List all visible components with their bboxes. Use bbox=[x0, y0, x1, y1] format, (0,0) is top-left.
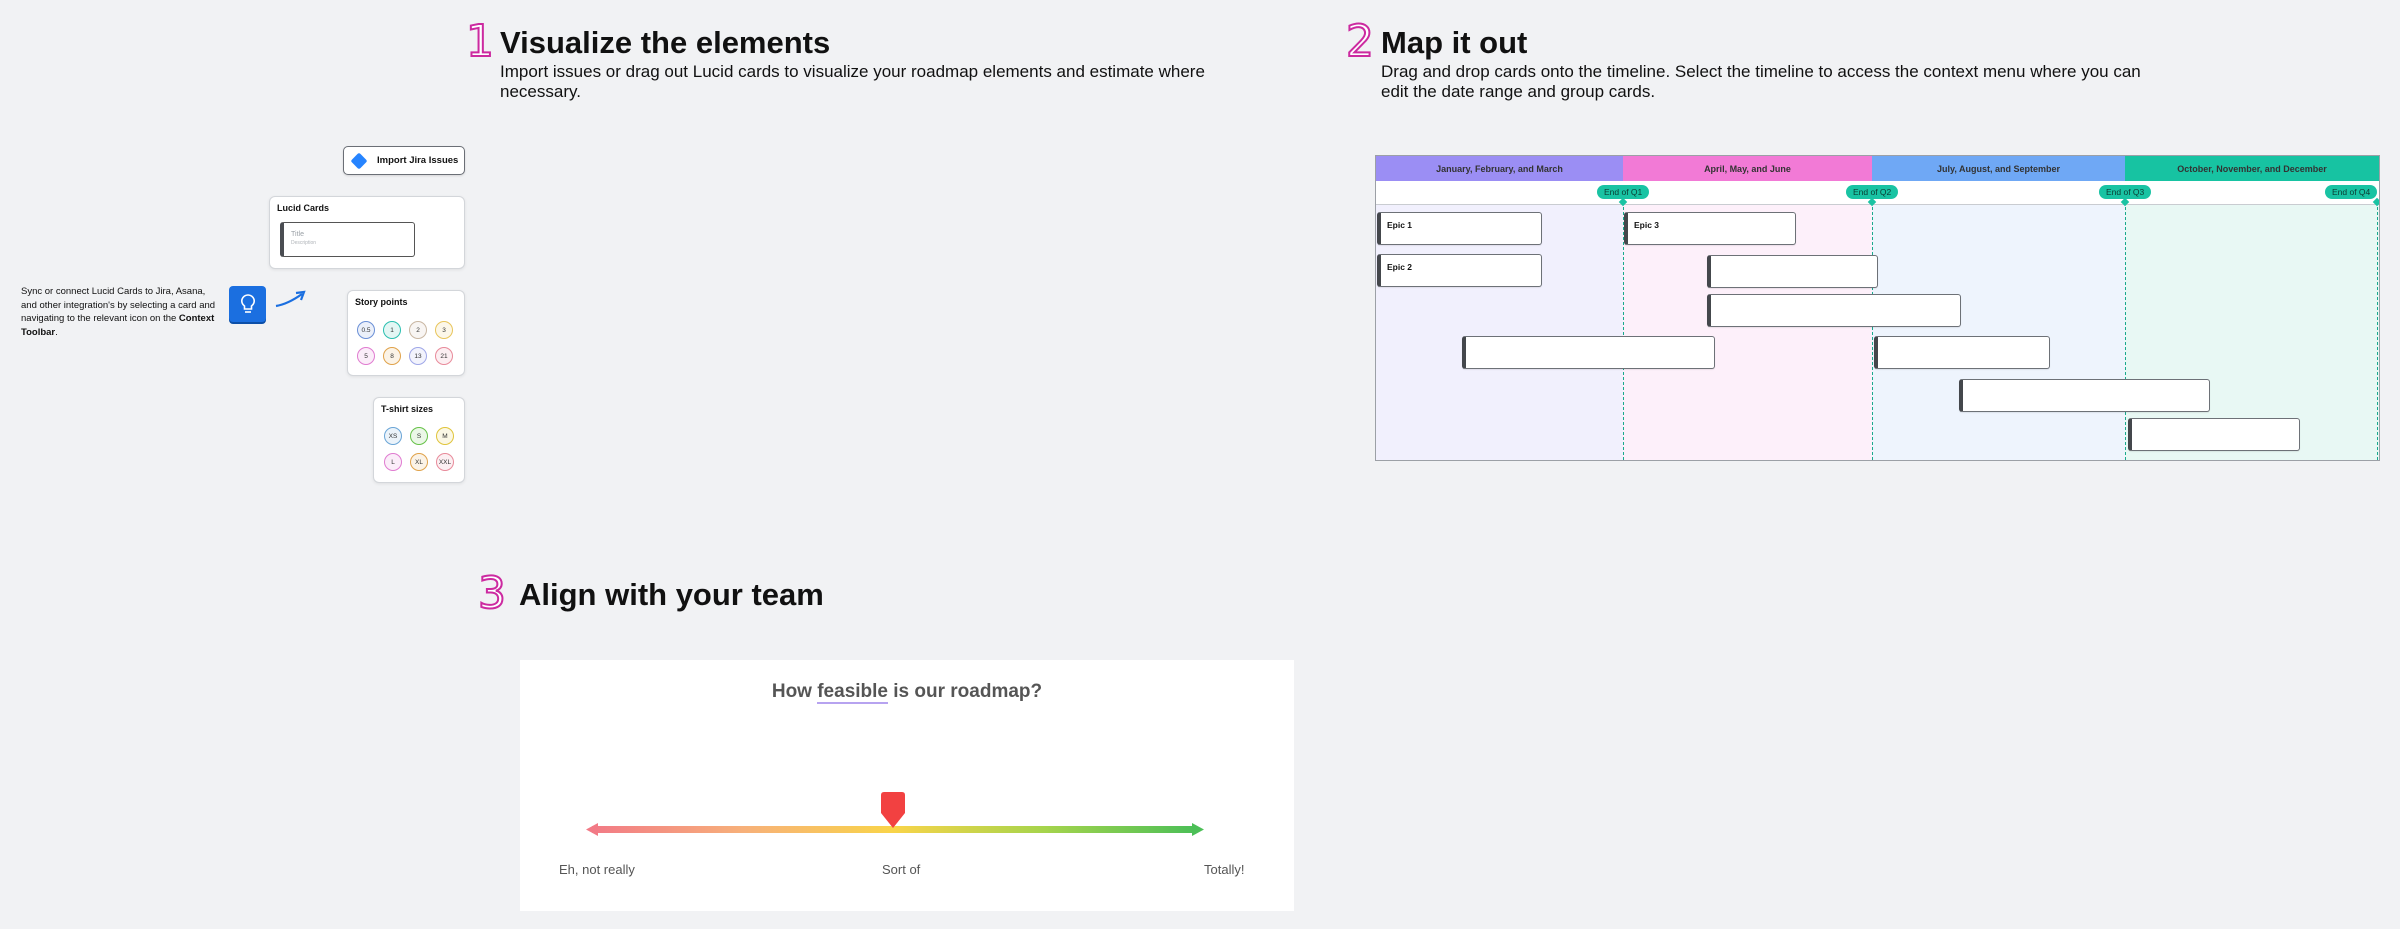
timeline-quarter-header[interactable]: October, November, and December bbox=[2125, 156, 2379, 181]
timeline-quarter-header[interactable]: July, August, and September bbox=[1872, 156, 2125, 181]
epic-card-label: Epic 3 bbox=[1634, 220, 1660, 230]
epic-card-label: Epic 1 bbox=[1387, 220, 1413, 230]
step-1-number: 1 bbox=[465, 16, 495, 67]
timeline-quarter-header[interactable]: April, May, and June bbox=[1623, 156, 1872, 181]
empty-roadmap-card[interactable] bbox=[1707, 294, 1961, 327]
import-jira-label: Import Jira Issues bbox=[377, 155, 459, 166]
poll-label-right: Totally! bbox=[1204, 862, 1245, 877]
milestone-line bbox=[2125, 202, 2126, 460]
milestone-line bbox=[1872, 202, 1873, 460]
tshirt-size-chip[interactable]: M bbox=[436, 427, 454, 445]
poll-question-pre: How bbox=[771, 681, 818, 702]
epic-card[interactable]: Epic 1 bbox=[1377, 212, 1542, 245]
milestone-badge[interactable]: End of Q1 bbox=[1597, 185, 1650, 199]
milestone-badge[interactable]: End of Q4 bbox=[2325, 185, 2378, 199]
lightbulb-icon[interactable] bbox=[229, 286, 266, 322]
epic-card-label: Epic 2 bbox=[1387, 262, 1413, 272]
poll-question: How feasible is our roadmap? bbox=[520, 681, 1294, 704]
feasibility-poll: How feasible is our roadmap? Eh, not rea… bbox=[520, 660, 1294, 911]
story-point-chip[interactable]: 8 bbox=[383, 347, 401, 365]
poll-label-middle: Sort of bbox=[882, 862, 921, 877]
empty-roadmap-card[interactable] bbox=[1462, 336, 1715, 369]
feasibility-slider-track[interactable] bbox=[592, 826, 1194, 833]
timeline-quarter-header[interactable]: January, February, and March bbox=[1376, 156, 1623, 181]
step-2-description: Drag and drop cards onto the timeline. S… bbox=[1381, 62, 2141, 101]
story-point-chip[interactable]: 5 bbox=[357, 347, 375, 365]
poll-question-highlight: feasible bbox=[817, 681, 888, 704]
jira-diamond-icon bbox=[350, 152, 368, 169]
slider-left-arrow-icon bbox=[586, 823, 598, 836]
tshirt-size-chip[interactable]: S bbox=[410, 427, 428, 445]
tshirt-size-chip[interactable]: XXL bbox=[436, 453, 454, 471]
story-point-chip[interactable]: 0.5 bbox=[357, 321, 375, 339]
empty-roadmap-card[interactable] bbox=[2128, 418, 2300, 451]
empty-roadmap-card[interactable] bbox=[1959, 379, 2210, 412]
step-1-title: Visualize the elements bbox=[500, 25, 831, 60]
sync-instructions: Sync or connect Lucid Cards to Jira, Asa… bbox=[21, 285, 221, 339]
timeline-quarter-column bbox=[2125, 205, 2379, 460]
story-point-chip[interactable]: 21 bbox=[435, 347, 453, 365]
tshirt-size-chip[interactable]: L bbox=[384, 453, 402, 471]
story-point-chip[interactable]: 1 bbox=[383, 321, 401, 339]
lucid-cards-panel: Lucid Cards Title Description bbox=[269, 196, 465, 269]
poll-label-left: Eh, not really bbox=[559, 862, 635, 877]
timeline-quarter-column bbox=[1376, 205, 1623, 460]
milestone-badge[interactable]: End of Q2 bbox=[1846, 185, 1899, 199]
card-title-placeholder: Title bbox=[291, 231, 304, 238]
story-points-title: Story points bbox=[355, 297, 408, 307]
lucid-card-template[interactable]: Title Description bbox=[280, 222, 415, 257]
sync-text: Sync or connect Lucid Cards to Jira, Asa… bbox=[21, 286, 216, 324]
import-jira-button[interactable]: Import Jira Issues bbox=[343, 146, 465, 175]
poll-question-post: is our roadmap? bbox=[888, 681, 1043, 702]
milestone-line bbox=[2377, 202, 2378, 460]
lucid-cards-title: Lucid Cards bbox=[277, 203, 330, 213]
step-2-title: Map it out bbox=[1381, 25, 1528, 60]
tshirt-sizes-title: T-shirt sizes bbox=[381, 404, 434, 414]
story-point-chip[interactable]: 3 bbox=[435, 321, 453, 339]
tshirt-size-chip[interactable]: XL bbox=[410, 453, 428, 471]
step-3-title: Align with your team bbox=[519, 577, 824, 612]
story-point-chip[interactable]: 2 bbox=[409, 321, 427, 339]
tshirt-size-chip[interactable]: XS bbox=[384, 427, 402, 445]
empty-roadmap-card[interactable] bbox=[1874, 336, 2050, 369]
epic-card[interactable]: Epic 2 bbox=[1377, 254, 1542, 287]
timeline-quarter-column bbox=[1623, 205, 1872, 460]
slider-marker[interactable] bbox=[878, 791, 908, 831]
curved-arrow-icon bbox=[275, 290, 306, 308]
timeline-quarter-column bbox=[1872, 205, 2125, 460]
empty-roadmap-card[interactable] bbox=[1707, 255, 1878, 288]
milestone-line bbox=[1623, 202, 1624, 460]
step-3-number: 3 bbox=[477, 568, 507, 619]
story-point-chip[interactable]: 13 bbox=[409, 347, 427, 365]
context-toolbar-label: Context Toolbar bbox=[21, 313, 215, 338]
step-1-description: Import issues or drag out Lucid cards to… bbox=[500, 62, 1205, 101]
epic-card[interactable]: Epic 3 bbox=[1624, 212, 1796, 245]
timeline-divider bbox=[1376, 204, 2379, 205]
card-description-placeholder: Description bbox=[291, 240, 317, 246]
slider-right-arrow-icon bbox=[1192, 823, 1204, 836]
sync-text-end: . bbox=[55, 326, 58, 338]
step-2-number: 2 bbox=[1345, 16, 1375, 67]
milestone-badge[interactable]: End of Q3 bbox=[2099, 185, 2152, 199]
